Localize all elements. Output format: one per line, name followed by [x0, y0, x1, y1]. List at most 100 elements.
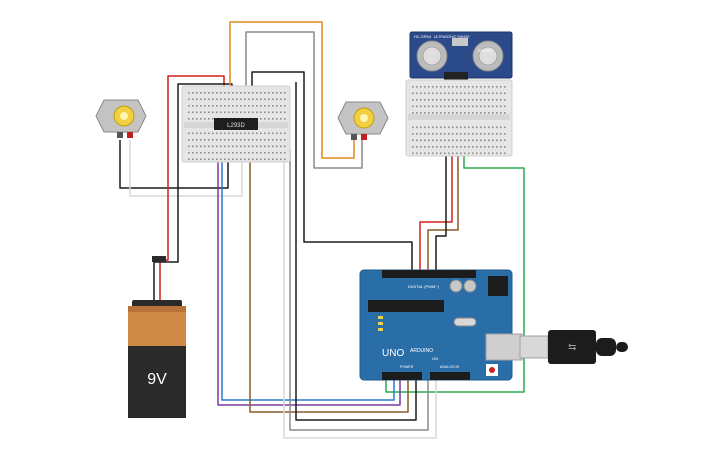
- breadboard-hole: [204, 158, 206, 161]
- breadboard-hole: [468, 112, 470, 114]
- breadboard-hole: [476, 152, 478, 155]
- breadboard-hole: [432, 99, 434, 101]
- breadboard-hole: [284, 98, 286, 101]
- breadboard-hole: [480, 146, 482, 148]
- usb-cable[interactable]: ⇆: [519, 330, 628, 364]
- power-jack[interactable]: [488, 276, 508, 296]
- breadboard-hole: [464, 146, 466, 148]
- breadboard-hole: [472, 146, 474, 148]
- breadboard-hole: [468, 86, 470, 88]
- breadboard-hole: [440, 105, 442, 108]
- breadboard-hole: [276, 118, 278, 120]
- breadboard-hole: [260, 105, 262, 107]
- breadboard-hole: [472, 112, 474, 114]
- breadboard-hole: [420, 99, 422, 101]
- wire-black-long[interactable]: [251, 71, 413, 272]
- breadboard-hole: [260, 158, 262, 161]
- breadboard-hole: [284, 118, 286, 120]
- breadboard-hole: [220, 111, 222, 114]
- breadboard-hole: [472, 99, 474, 101]
- breadboard-hole: [272, 132, 274, 135]
- breadboard-hole: [460, 112, 462, 114]
- breadboard-hole: [412, 99, 414, 101]
- breadboard-hole: [280, 111, 282, 114]
- breadboard-hole: [192, 118, 194, 120]
- arduino-uno[interactable]: DIGITAL (PWM~) UNO ARDUINO ON ANALOG IN …: [359, 269, 523, 381]
- ultrasonic-sensor[interactable]: HC-SR04 ULTRASONIC RANGE SENSOR: [409, 31, 513, 80]
- wire-gray-top[interactable]: [245, 31, 363, 169]
- breadboard-hole: [208, 139, 210, 141]
- on-label: ON: [432, 356, 438, 361]
- breadboard-hole: [268, 139, 270, 141]
- breadboard-hole: [220, 152, 222, 154]
- wire-orange[interactable]: [229, 21, 355, 159]
- wire-motor1-black[interactable]: [119, 140, 229, 189]
- wire-gray-bottom[interactable]: [289, 150, 429, 431]
- breadboard-right[interactable]: [405, 79, 513, 157]
- breadboard-hole: [504, 86, 506, 88]
- breadboard-hole: [284, 145, 286, 148]
- atmega-chip: [368, 300, 444, 312]
- breadboard-hole: [456, 146, 458, 148]
- breadboard-hole: [484, 86, 486, 88]
- breadboard-hole: [248, 132, 250, 135]
- breadboard-hole: [236, 105, 238, 107]
- breadboard-hole: [220, 105, 222, 107]
- digital-header: [382, 270, 476, 278]
- breadboard-hole: [216, 158, 218, 161]
- wire-purple[interactable]: [217, 150, 401, 406]
- wire-black-bottom[interactable]: [295, 82, 417, 421]
- breadboard-hole: [504, 139, 506, 142]
- battery-9v[interactable]: 9V: [128, 306, 186, 418]
- battery-connector[interactable]: [132, 256, 182, 308]
- breadboard-left[interactable]: L293D: [181, 85, 291, 163]
- breadboard-hole: [188, 118, 190, 120]
- breadboard-hole: [504, 146, 506, 148]
- breadboard-hole: [196, 152, 198, 154]
- breadboard-hole: [460, 126, 462, 129]
- breadboard-hole: [432, 105, 434, 108]
- wire-brown-bottom[interactable]: [249, 150, 409, 413]
- breadboard-hole: [280, 132, 282, 135]
- slide-switch[interactable]: [152, 256, 166, 262]
- wire-sensor-black[interactable]: [435, 80, 447, 272]
- breadboard-hole: [248, 92, 250, 94]
- breadboard-hole: [432, 152, 434, 155]
- wire-battery-red[interactable]: [159, 75, 225, 300]
- breadboard-hole: [240, 145, 242, 148]
- dc-motor-right[interactable]: [337, 101, 389, 140]
- breadboard-hole: [252, 98, 254, 101]
- breadboard-hole: [228, 132, 230, 135]
- breadboard-hole: [448, 152, 450, 155]
- breadboard-hole: [200, 145, 202, 148]
- breadboard-hole: [220, 92, 222, 94]
- usb-port[interactable]: [485, 333, 523, 361]
- breadboard-hole: [468, 139, 470, 142]
- breadboard-hole: [268, 145, 270, 148]
- breadboard-hole: [212, 139, 214, 141]
- breadboard-hole: [436, 92, 438, 95]
- breadboard-hole: [492, 112, 494, 114]
- breadboard-hole: [272, 111, 274, 114]
- breadboard-hole: [412, 105, 414, 108]
- breadboard-hole: [456, 86, 458, 88]
- breadboard-hole: [480, 105, 482, 108]
- sensor-pin-header: [444, 72, 468, 80]
- breadboard-hole: [484, 152, 486, 155]
- breadboard-hole: [216, 111, 218, 114]
- l293d-chip[interactable]: [214, 118, 258, 130]
- dc-motor-left[interactable]: [95, 99, 147, 138]
- breadboard-hole: [484, 99, 486, 101]
- breadboard-hole: [436, 152, 438, 155]
- breadboard-hole: [212, 98, 214, 101]
- breadboard-hole: [436, 139, 438, 142]
- breadboard-hole: [192, 145, 194, 148]
- wire-white-bottom[interactable]: [283, 150, 437, 439]
- sensor-crystal: [452, 38, 468, 46]
- breadboard-hole: [212, 152, 214, 154]
- wire-motor1-white[interactable]: [129, 140, 243, 197]
- breadboard-hole: [256, 111, 258, 114]
- wire-blue[interactable]: [221, 150, 395, 401]
- breadboard-hole: [500, 152, 502, 155]
